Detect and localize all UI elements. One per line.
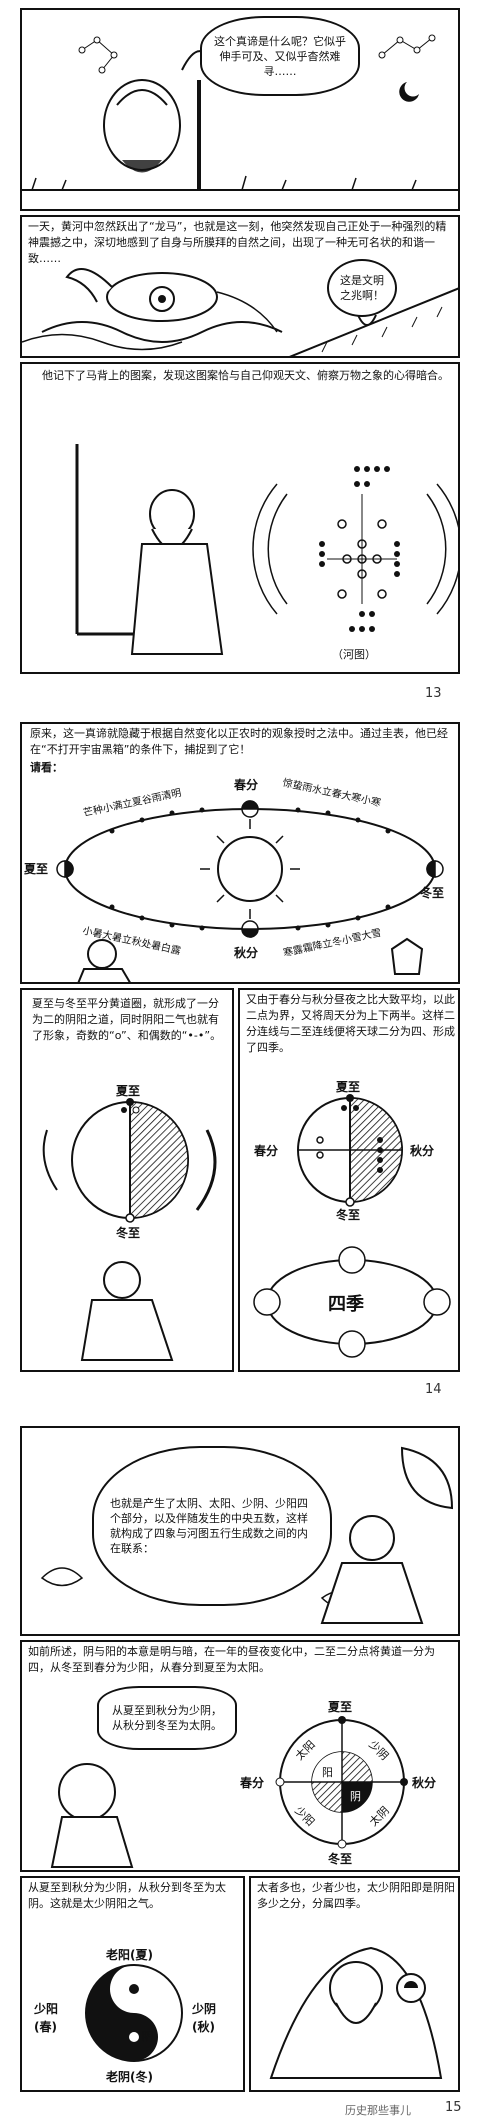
speech-text: 也就是产生了太阴、太阳、少阴、少阳四个部分，以及伴随发生的中央五数，这样就构成了…	[110, 1497, 308, 1555]
panel-taiji: 从夏至到秋分为少阴，从秋分到冬至为太阴。这就是太少阴阳之气。 老阳(夏) 少阳 …	[20, 1876, 245, 2092]
panel-solar-terms: 原来，这一真谛就隐藏于根据自然变化以正农时的观象授时之法中。通过圭表，他已经在“…	[20, 722, 460, 984]
label-yang: 阳	[118, 1980, 129, 1993]
panel-two-solstices: 夏至与冬至平分黄道圈，就形成了一分为二的阴阳之道，同时阴阳二气也就有了形象，奇数…	[20, 988, 234, 1372]
panel-old-scholar: 太者多也，少者少也，太少阴阳即是阴阳多少之分，分属四季。	[249, 1876, 460, 2092]
quadrant-yinyang-diagram	[50, 1716, 408, 1868]
comic-page-15: 也就是产生了太阴、太阳、少阴、少阳四个部分，以及伴随发生的中央五数，这样就构成了…	[0, 1412, 480, 2117]
term-chunfen: 春分	[234, 778, 259, 792]
label-yin: 阴	[142, 2030, 153, 2043]
speech-text: 这是文明之兆啊！	[340, 274, 384, 302]
label-qiufen: 秋分	[412, 1776, 437, 1790]
panel-caption: 他记下了马背上的图案，发现这图案恰与自己仰观天文、俯察万物之象的心得暗合。	[42, 369, 449, 382]
speech-text: 从夏至到秋分为少阴，从秋分到冬至为太阴。	[112, 1704, 222, 1732]
panel-text: 夏至与冬至平分黄道圈，就形成了一分为二的阴阳之道，同时阴阳二气也就有了形象，奇数…	[32, 997, 222, 1042]
label-yin: 阴	[350, 1790, 361, 1803]
label-xiazhi: 夏至	[116, 1084, 141, 1098]
ecliptic-diagram	[56, 800, 444, 982]
page-number: 13	[425, 686, 442, 701]
panel-yinyang-quadrants: 如前所述，阴与阳的本意是明与暗，在一年的昼夜变化中，二至二分点将黄道一分为四，从…	[20, 1640, 460, 1872]
panel-text: 又由于春分与秋分昼夜之比大致平均，以此二点为界，又将周天分为上下两半。这样二分连…	[246, 993, 455, 1054]
speech-bubble: 从夏至到秋分为少阴，从秋分到冬至为太阴。	[97, 1686, 237, 1750]
half-circle-diagram	[42, 1098, 217, 1361]
panel-caption: 一天，黄河中忽然跃出了“龙马”，也就是这一刻，他突然发现自己正处于一种强烈的精神…	[28, 220, 447, 265]
night-sky-illustration	[22, 34, 458, 191]
scholar-illustration	[269, 1946, 443, 2079]
sage-and-hetu-illustration	[75, 444, 458, 655]
label-chunfen: 春分	[240, 1776, 265, 1790]
term-qiufen: 秋分	[234, 946, 259, 960]
label-dongzhi: 冬至	[336, 1208, 361, 1222]
label-shaoyin: 少阴	[192, 2002, 217, 2016]
panel-four-images: 也就是产生了太阴、太阳、少阴、少阳四个部分，以及伴随发生的中央五数，这样就构成了…	[20, 1426, 460, 1636]
label-yang: 阳	[322, 1766, 333, 1779]
comic-page-13: 这个真谛是什么呢？它似乎伸手可及、又似乎杳然难寻…… 一天，黄河中忽然跃出了“龙…	[0, 0, 480, 712]
intro-text: 原来，这一真谛就隐藏于根据自然变化以正农时的观象授时之法中。通过圭表，他已经在“…	[30, 727, 448, 756]
label-dongzhi: 冬至	[116, 1226, 141, 1240]
label-laoyin: 老阴(冬)	[106, 2070, 153, 2084]
panel-text: 如前所述，阴与阳的本意是明与暗，在一年的昼夜变化中，二至二分点将黄道一分为四，从…	[28, 1645, 435, 1674]
hetu-label: （河图）	[332, 648, 376, 661]
speech-bubble: 这是文明之兆啊！	[327, 259, 397, 317]
label-dongzhi: 冬至	[328, 1852, 353, 1866]
panel-night-sky: 这个真谛是什么呢？它似乎伸手可及、又似乎杳然难寻……	[20, 8, 460, 211]
speech-bubble: 也就是产生了太阴、太阳、少阴、少阳四个部分，以及伴随发生的中央五数，这样就构成了…	[92, 1446, 332, 1606]
panel-dragon-horse: 一天，黄河中忽然跃出了“龙马”，也就是这一刻，他突然发现自己正处于一种强烈的精神…	[20, 215, 460, 358]
taiji-symbol	[85, 1964, 183, 2062]
term-xiazhi: 夏至	[24, 862, 49, 876]
page-number: 15	[445, 2100, 462, 2115]
dragon-horse-illustration	[22, 268, 458, 356]
panel-hetu-diagram: 他记下了马背上的图案，发现这图案恰与自己仰观天文、俯察万物之象的心得暗合。	[20, 362, 460, 674]
label-xiazhi: 夏至	[336, 1080, 361, 1094]
label-xiazhi: 夏至	[328, 1700, 353, 1714]
leaves-illustration	[40, 1446, 454, 1624]
speech-bubble: 这个真谛是什么呢？它似乎伸手可及、又似乎杳然难寻……	[200, 16, 360, 96]
label-four-seasons: 四季	[328, 1294, 364, 1315]
comic-page-14: 原来，这一真谛就隐藏于根据自然变化以正农时的观象授时之法中。通过圭表，他已经在“…	[0, 712, 480, 1412]
panel-text: 太者多也，少者少也，太少阴阳即是阴阳多少之分，分属四季。	[257, 1881, 455, 1910]
term-dongzhi: 冬至	[420, 886, 445, 900]
label-autumn: (秋)	[192, 2020, 215, 2034]
label-shaoyang: 少阳	[34, 2002, 59, 2016]
label-chunfen: 春分	[254, 1144, 279, 1158]
panel-text: 从夏至到秋分为少阴，从秋分到冬至为太阴。这就是太少阴阳之气。	[28, 1881, 226, 1910]
watermark: 历史那些事儿	[345, 2104, 411, 2117]
four-quadrant-diagram	[253, 1094, 451, 1358]
page-number: 14	[425, 1382, 442, 1397]
speech-text: 这个真谛是什么呢？它似乎伸手可及、又似乎杳然难寻……	[214, 34, 346, 78]
label-qiufen: 秋分	[410, 1144, 435, 1158]
label-laoyang: 老阳(夏)	[106, 1948, 153, 1962]
panel-four-seasons: 又由于春分与秋分昼夜之比大致平均，以此二点为界，又将周天分为上下两半。这样二分连…	[238, 988, 460, 1372]
label-spring: (春)	[34, 2020, 57, 2034]
please-see-label: 请看：	[30, 761, 63, 774]
